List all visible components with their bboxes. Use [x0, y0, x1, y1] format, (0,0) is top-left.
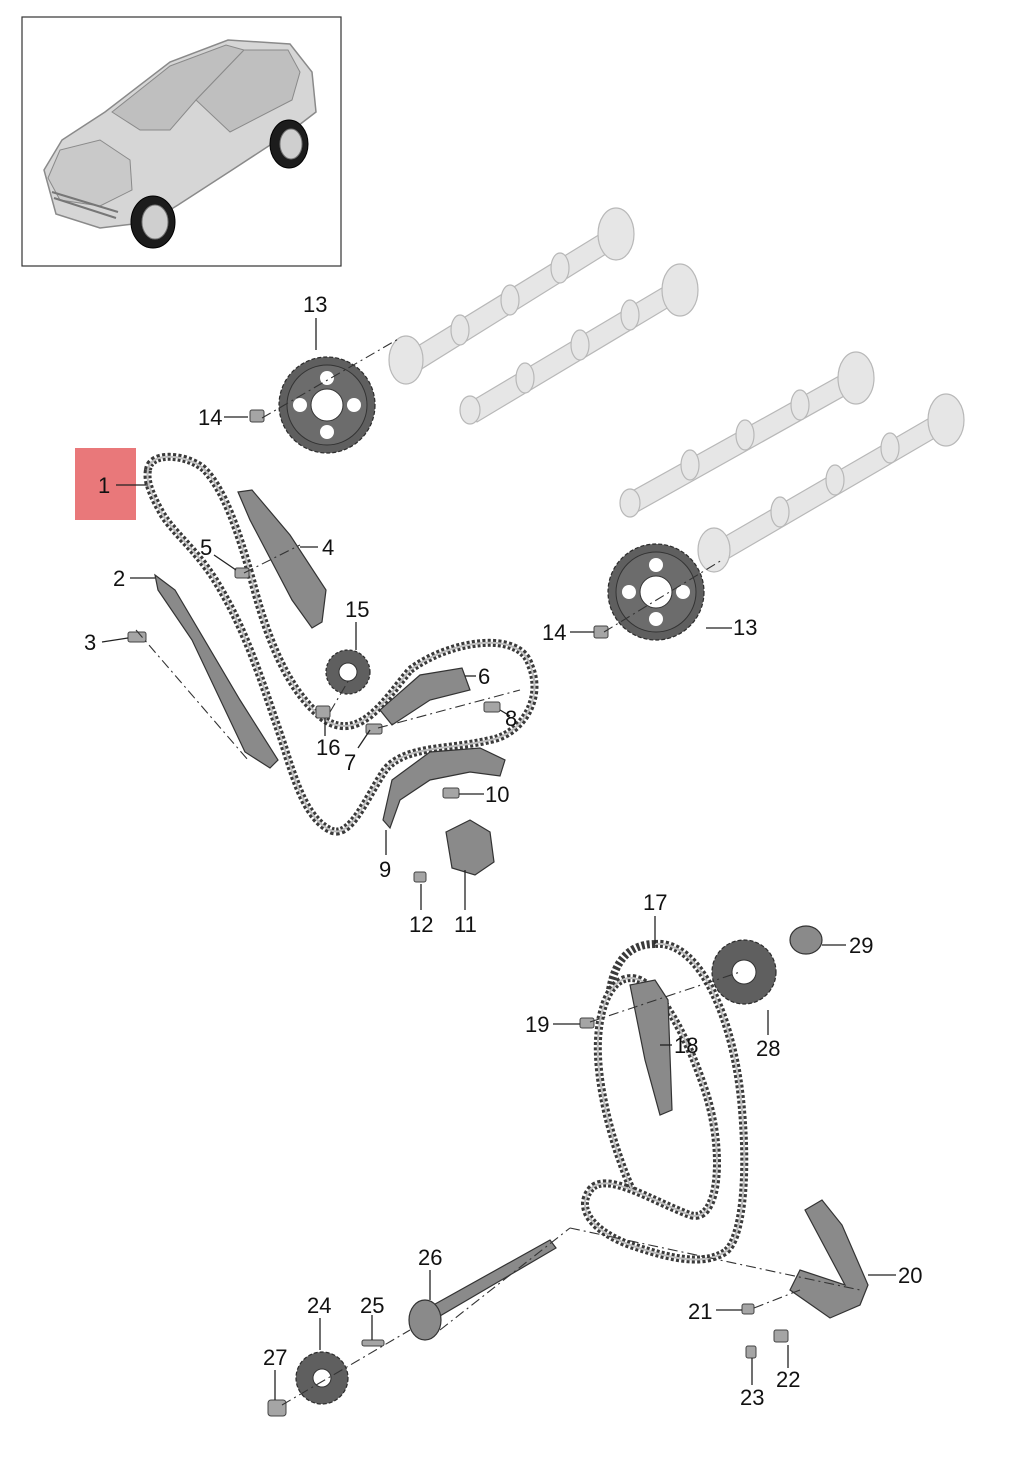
- callout-23[interactable]: 23: [740, 1385, 764, 1410]
- callout-labels: 1 2 3 4 5 6 7 8 9 10 11 12 13 13 14 14 1…: [84, 292, 922, 1410]
- camshaft-upper-left: [388, 207, 635, 385]
- bolt-14-upper[interactable]: [249, 409, 265, 423]
- bolt-14-lower[interactable]: [593, 625, 609, 639]
- callout-14-upper[interactable]: 14: [198, 405, 222, 430]
- callout-15[interactable]: 15: [345, 597, 369, 622]
- bolt-12[interactable]: [413, 871, 427, 883]
- bolt-27[interactable]: [267, 1399, 287, 1417]
- callout-19[interactable]: 19: [525, 1012, 549, 1037]
- pin-5[interactable]: [234, 567, 250, 579]
- bolt-19[interactable]: [579, 1017, 595, 1029]
- callout-29[interactable]: 29: [849, 933, 873, 958]
- bolt-7[interactable]: [365, 723, 383, 735]
- timing-chain-lower[interactable]: [581, 939, 749, 1264]
- callout-12[interactable]: 12: [409, 912, 433, 937]
- callout-27[interactable]: 27: [263, 1345, 287, 1370]
- lower-tensioner-rail[interactable]: [789, 1199, 869, 1319]
- callout-13-lower[interactable]: 13: [733, 615, 757, 640]
- intermediate-sprocket[interactable]: [325, 649, 371, 695]
- callout-8[interactable]: 8: [505, 706, 517, 731]
- camshaft-sprocket-lower[interactable]: [607, 543, 705, 641]
- bolt-21[interactable]: [741, 1303, 755, 1315]
- vehicle-suv-icon: [43, 39, 317, 249]
- callout-10[interactable]: 10: [485, 782, 509, 807]
- bolt-16[interactable]: [315, 705, 331, 719]
- bolt-23[interactable]: [745, 1345, 757, 1359]
- callout-1[interactable]: 1: [98, 473, 110, 498]
- chain-tensioner[interactable]: [445, 819, 495, 876]
- vehicle-thumbnail[interactable]: [21, 16, 342, 267]
- camshaft-sprocket-upper[interactable]: [278, 356, 376, 454]
- leader-lines: [101, 318, 896, 1400]
- camshaft-lower-right: [697, 393, 965, 573]
- bushing-22[interactable]: [773, 1329, 789, 1343]
- callout-24[interactable]: 24: [307, 1293, 331, 1318]
- callout-14-lower[interactable]: 14: [542, 620, 566, 645]
- callout-3[interactable]: 3: [84, 630, 96, 655]
- camshaft-upper-right: [459, 263, 699, 425]
- callout-17[interactable]: 17: [643, 890, 667, 915]
- timing-chain-upper[interactable]: [143, 452, 539, 836]
- callout-11[interactable]: 11: [454, 912, 477, 937]
- camshaft-lower-left: [619, 351, 875, 518]
- callout-13-upper[interactable]: 13: [303, 292, 327, 317]
- callout-28[interactable]: 28: [756, 1036, 780, 1061]
- tensioner-rail[interactable]: [382, 747, 506, 830]
- bolt-3[interactable]: [127, 631, 147, 643]
- bolt-10[interactable]: [442, 787, 460, 799]
- callout-22[interactable]: 22: [776, 1367, 800, 1392]
- crankshaft-shaft[interactable]: [408, 1239, 557, 1341]
- assembly-axes: [135, 337, 861, 1406]
- pump-sprocket[interactable]: [711, 939, 777, 1005]
- callout-2[interactable]: 2: [113, 566, 125, 591]
- callout-6[interactable]: 6: [478, 664, 490, 689]
- callout-21[interactable]: 21: [688, 1299, 712, 1324]
- callout-7[interactable]: 7: [344, 750, 356, 775]
- callout-20[interactable]: 20: [898, 1263, 922, 1288]
- crankshaft-sprocket[interactable]: [295, 1351, 349, 1405]
- bolt-8[interactable]: [483, 701, 501, 713]
- callout-9[interactable]: 9: [379, 857, 391, 882]
- callout-25[interactable]: 25: [360, 1293, 384, 1318]
- chain-guide-left[interactable]: [154, 573, 279, 769]
- chain-guide-upper[interactable]: [237, 489, 327, 629]
- callout-5[interactable]: 5: [200, 535, 212, 560]
- pin-25[interactable]: [361, 1339, 385, 1347]
- lower-chain-guide[interactable]: [629, 979, 673, 1116]
- callout-26[interactable]: 26: [418, 1245, 442, 1270]
- drive-gear[interactable]: [789, 925, 823, 955]
- callout-highlight: [75, 448, 136, 520]
- callout-4[interactable]: 4: [322, 535, 334, 560]
- callout-16[interactable]: 16: [316, 735, 340, 760]
- callout-18[interactable]: 18: [674, 1033, 698, 1058]
- chain-guide-middle[interactable]: [379, 667, 471, 726]
